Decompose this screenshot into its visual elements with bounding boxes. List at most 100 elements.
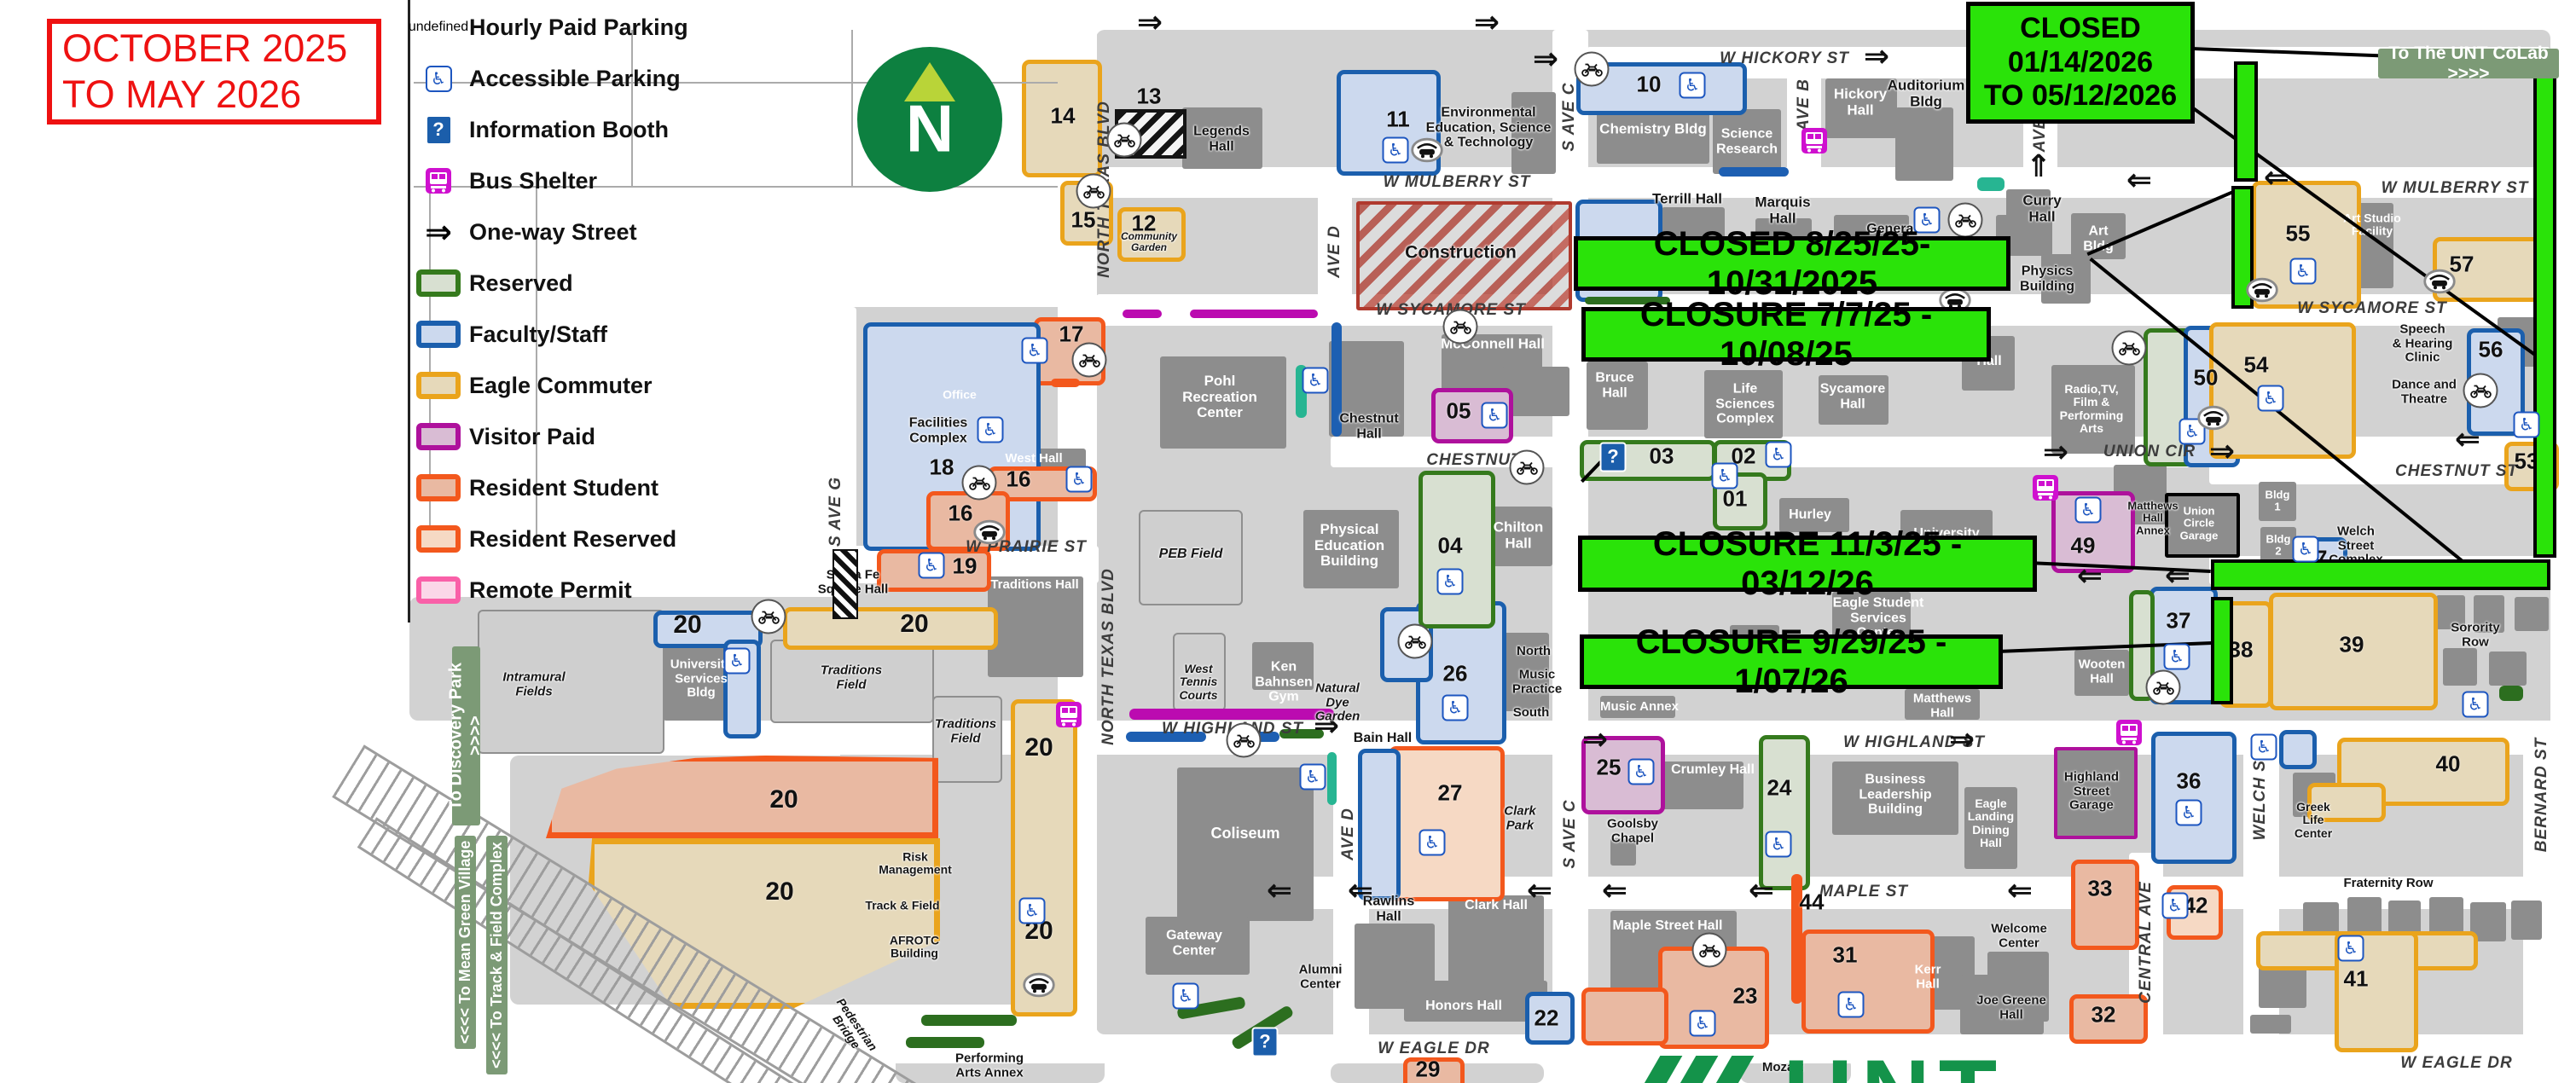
lot-number: 32	[2091, 1001, 2116, 1028]
closure-banner: CLOSED 01/14/2026 TO 05/12/2026	[1966, 2, 2195, 124]
street-label: CENTRAL AVE	[2137, 881, 2155, 1004]
street-parking-strip	[1791, 874, 1802, 1004]
lot-number: 50	[2193, 364, 2219, 391]
closure-banner: CLOSED 8/25/25-10/31/2025	[1574, 225, 2010, 302]
building	[2259, 482, 2296, 521]
lot-number: 39	[2339, 631, 2364, 657]
building-label: Matthews Hall	[1912, 691, 1972, 720]
legend-item-sw-resR: Resident Reserved	[416, 513, 688, 565]
street-road	[1318, 167, 1352, 326]
construction-label: Construction	[1405, 242, 1517, 263]
one-way-arrow-icon: ⇒	[1581, 722, 1609, 757]
accessible-parking-icon: ♿	[1419, 829, 1446, 856]
street-label: W SYCAMORE ST	[2297, 299, 2447, 317]
one-way-arrow-icon: ⇐	[2164, 559, 2191, 594]
one-way-arrow-icon: ⇒	[425, 213, 452, 251]
minor-road-line	[851, 30, 853, 186]
building-label: Chilton Hall	[1493, 518, 1544, 551]
building	[2071, 213, 2126, 259]
parking-lot	[1358, 749, 1401, 901]
street-parking-strip	[1327, 752, 1337, 805]
building	[988, 576, 1083, 677]
street-parking-strip	[1585, 297, 1670, 304]
lot-number: 40	[2435, 750, 2461, 777]
legend-swatch-cell	[416, 576, 461, 604]
accessible-parking-icon: ♿	[1021, 337, 1048, 364]
compass-arrow	[904, 62, 955, 101]
building-label: Gateway Center	[1166, 928, 1222, 958]
building-label: Speech & Hearing Clinic	[2392, 321, 2453, 365]
accessible-parking-icon: ♿	[1689, 1010, 1716, 1037]
building-label: Physical Education Building	[1314, 520, 1385, 570]
building-label: PEB Field	[1158, 547, 1223, 562]
lot-number: 41	[2343, 965, 2369, 992]
building-label: Performing Arts Annex	[954, 1051, 1024, 1080]
street-road	[2523, 721, 2559, 1051]
street-parking-strip	[1190, 310, 1318, 318]
lot-number: 22	[1534, 1005, 1559, 1031]
legend-label: Resident Student	[469, 474, 659, 501]
building-label: Fraternity Row	[2343, 875, 2434, 890]
building-label: Legends Hall	[1193, 124, 1250, 153]
building-label: Rawlins Hall	[1362, 894, 1415, 924]
street-label: UNION CIR	[2103, 443, 2196, 460]
building-label: Environmental Education, Science & Techn…	[1425, 105, 1552, 150]
building-label: Welcome Center	[1991, 921, 2047, 950]
accessible-parking-icon: ♿	[2462, 691, 2489, 718]
legend-label: Information Booth	[469, 116, 669, 142]
building-label: Matthews Hall Annex	[2127, 499, 2179, 537]
building-label: Life Sciences Complex	[1715, 381, 1775, 426]
minor-road-line	[414, 186, 1058, 188]
building	[1704, 370, 1783, 438]
legend-item-wc: ♿Accessible Parking	[416, 53, 688, 104]
legend-swatch-res	[416, 474, 461, 501]
street-label: S AVE G	[827, 477, 844, 547]
building	[2051, 365, 2135, 454]
legend-label: Visitor Paid	[469, 423, 596, 449]
building-label: West Hall	[1005, 450, 1063, 466]
accessible-parking-icon: ♿	[1765, 831, 1792, 858]
direction-sign: <<<< To Mean Green Village	[455, 836, 476, 1049]
legend-item-sw-res: Resident Student	[416, 462, 688, 513]
one-way-arrow-icon: ⇒	[2208, 434, 2236, 469]
legend-item-sw-reserved: Reserved	[416, 258, 688, 309]
street-label: W HICKORY ST	[1720, 49, 1849, 67]
title-line2: TO MAY 2026	[62, 72, 302, 116]
hourly-paid-parking-icon	[1411, 137, 1443, 163]
accessible-parking-icon: ♿	[1765, 441, 1792, 468]
street-parking-strip	[1719, 167, 1789, 177]
lot-number: 01	[1722, 485, 1748, 512]
one-way-arrow-icon: ⇒	[1136, 5, 1163, 40]
motorcycle-parking-icon	[2111, 330, 2147, 366]
closure-banner: CLOSURE 7/7/25 - 10/08/25	[1581, 296, 1991, 373]
legend-swatch-cell	[416, 321, 461, 348]
legend-swatch-cell	[416, 525, 461, 553]
accessible-parking-icon: ♿	[2161, 892, 2189, 919]
building	[1404, 981, 1547, 1022]
street-parking-strip	[1126, 732, 1206, 742]
street-parking-strip	[2499, 686, 2523, 701]
building	[2474, 595, 2504, 633]
building-label: General	[1866, 222, 1917, 237]
accessible-parking-icon: ♿	[2289, 258, 2317, 285]
lot-number: 49	[2070, 532, 2096, 559]
unt-logo-text: UNT	[1784, 1046, 2005, 1083]
accessible-parking-icon: ♿	[723, 647, 751, 675]
legend-label: Hourly Paid Parking	[469, 14, 688, 40]
building	[2443, 648, 2477, 686]
athletic-field	[770, 640, 934, 723]
information-booth-icon: ?	[1251, 1027, 1279, 1057]
parking-lot	[2279, 730, 2317, 769]
accessible-parking-icon: ♿	[1065, 466, 1093, 493]
building-label: Mozart	[1761, 1059, 1804, 1074]
lot-number: 20	[1024, 733, 1053, 762]
hourly-paid-parking-icon	[1023, 972, 1055, 998]
accessible-parking-icon: ♿	[2337, 935, 2364, 962]
building-label: Science Research	[1715, 126, 1778, 156]
building-label: Bruce Hall	[1595, 370, 1634, 400]
building-label: Chemistry Bldg	[1599, 120, 1707, 137]
information-booth-icon: ?	[425, 114, 452, 145]
street-label: AVE D	[1326, 225, 1343, 278]
